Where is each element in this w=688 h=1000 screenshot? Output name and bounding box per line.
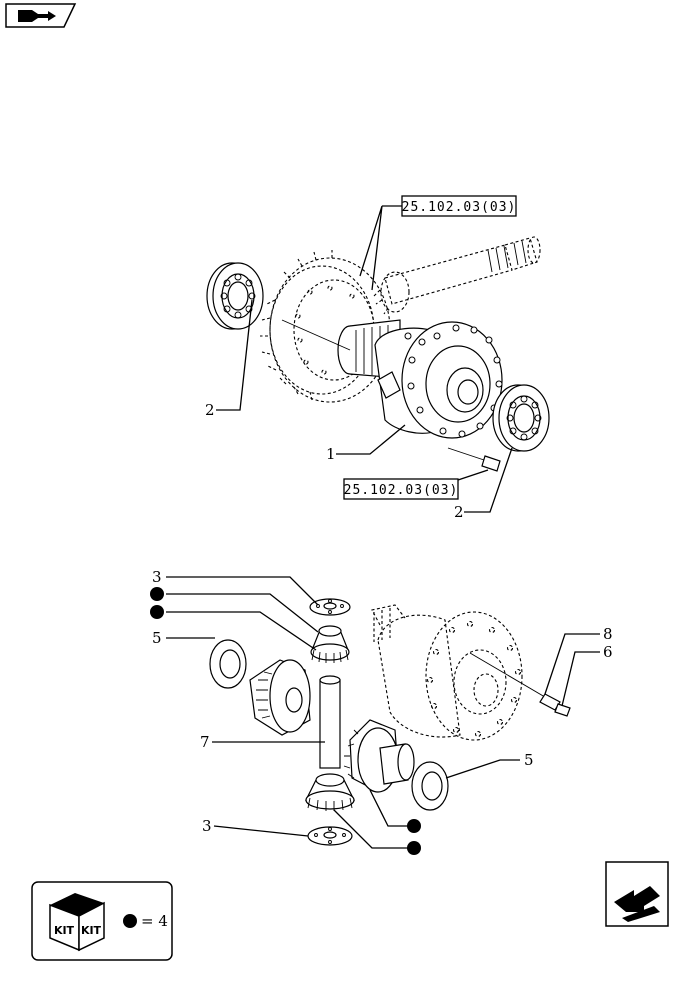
svg-text:25.102.03(03): 25.102.03(03) [402,200,517,215]
housing-dashed [371,604,523,741]
kit-marker-dot [407,819,421,833]
reference-box-bottom[interactable]: 25.102.03(03) [343,478,459,500]
planet-gear-top [310,625,350,663]
upper-assembly: 25.102.03(03) 25.102.03(03) 2 1 2 [205,195,550,521]
lower-assembly: 3 5 7 3 8 6 5 [150,568,613,855]
callout-washer-top: 3 [152,568,162,586]
kit-legend-equals: = 4 [141,912,168,930]
callout-bearing-right: 2 [454,503,464,521]
differential-housing [374,321,503,439]
kit-marker-dot [150,587,164,601]
side-gear-left [209,639,247,689]
callout-housing: 1 [326,445,336,463]
cross-shaft [319,675,341,769]
bevel-gear-right [343,719,415,793]
thrust-washer-bottom [307,826,353,846]
svg-text:KIT: KIT [54,924,75,937]
callout-shaft: 7 [200,733,210,751]
side-gear-right [411,761,449,811]
previous-page-arrow-icon[interactable] [605,861,669,927]
book-arrow-icon[interactable] [5,3,77,28]
callout-bearing-left: 2 [205,401,215,419]
callout-pin-short: 6 [603,643,613,661]
bearing-left [206,262,264,330]
kit-marker-dot [407,841,421,855]
planet-gear-bottom [305,773,355,811]
callout-pin-long: 8 [603,625,613,643]
bolt [447,447,501,472]
kit-marker-dot [150,605,164,619]
kit-box-icon: KIT KIT [49,893,105,952]
pin-long [469,652,561,711]
kit-legend: KIT KIT = 4 [31,881,173,961]
svg-text:25.102.03(03): 25.102.03(03) [344,483,459,498]
kit-legend-dot [123,914,137,928]
bevel-gear-left [249,659,311,736]
pinion-shaft [373,236,541,315]
callout-washer-bottom: 3 [202,817,212,835]
thrust-washer-top [309,598,351,616]
bearing-right [492,384,550,452]
pin-short [554,703,571,717]
callout-side-gear-right: 5 [524,751,534,769]
callout-side-gear-left: 5 [152,629,162,647]
svg-text:KIT: KIT [81,924,102,937]
reference-box-top[interactable]: 25.102.03(03) [401,195,517,217]
